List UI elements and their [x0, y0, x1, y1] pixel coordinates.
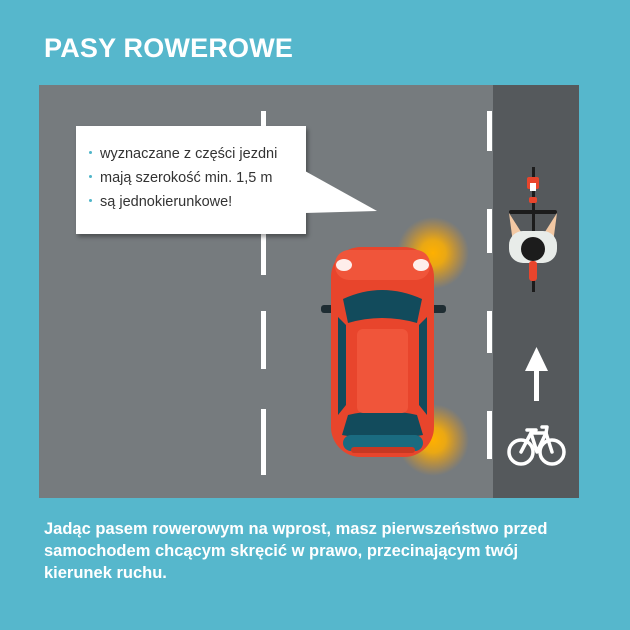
info-item: są jednokierunkowe! [89, 190, 306, 214]
bullet-icon [89, 150, 92, 154]
page-title: PASY ROWEROWE [44, 33, 294, 63]
info-callout: wyznaczane z części jezdni mają szerokoś… [76, 126, 306, 234]
info-item: mają szerokość min. 1,5 m [89, 166, 306, 190]
info-item-text: mają szerokość min. 1,5 m [100, 170, 273, 186]
info-list: wyznaczane z części jezdni mają szerokoś… [76, 126, 306, 214]
caption-text: Jadąc pasem rowerowym na wprost, masz pi… [44, 518, 604, 584]
bicycle-icon [507, 425, 566, 466]
info-item-text: wyznaczane z części jezdni [100, 146, 278, 162]
road-illustration: wyznaczane z części jezdni mają szerokoś… [39, 85, 579, 498]
cyclist-icon [509, 167, 557, 292]
arrow-up-icon [525, 347, 548, 401]
road-scene [261, 85, 579, 498]
caption-line: samochodem chcącym skręcić w prawo, prze… [44, 542, 519, 560]
bullet-icon [89, 174, 92, 178]
bike-lane-divider [487, 111, 492, 459]
bike-lane [493, 85, 579, 498]
info-item-text: są jednokierunkowe! [100, 194, 233, 210]
caption-line: Jadąc pasem rowerowym na wprost, masz pi… [44, 520, 548, 538]
bullet-icon [89, 198, 92, 202]
car-icon [321, 247, 446, 457]
info-item: wyznaczane z części jezdni [89, 142, 306, 166]
caption-line: kierunek ruchu. [44, 564, 167, 582]
